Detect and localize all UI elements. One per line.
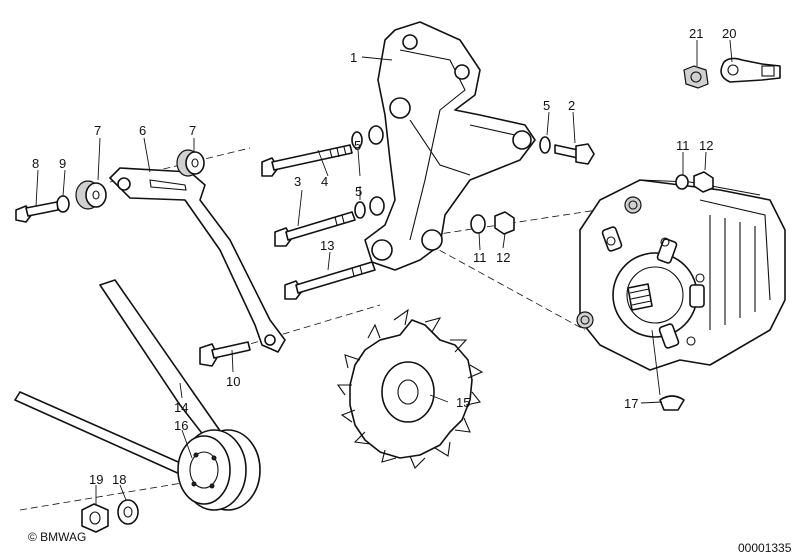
pulley-washer xyxy=(117,499,139,525)
pulley-washer-bore xyxy=(123,506,133,518)
leader-lines xyxy=(35,39,733,505)
woodruff-key xyxy=(659,395,685,411)
washer-alternator xyxy=(675,174,689,190)
pulley xyxy=(177,429,261,511)
callout-7-left: 7 xyxy=(94,123,101,138)
spacer-left xyxy=(75,180,107,210)
callout-6: 6 xyxy=(139,123,146,138)
callout-3: 3 xyxy=(294,174,301,189)
spacer-upper xyxy=(368,125,384,145)
bolt-short-right xyxy=(554,143,595,165)
callout-7-right: 7 xyxy=(189,123,196,138)
bolt-lower xyxy=(284,261,376,300)
copyright-label: © BMWAG xyxy=(28,530,86,544)
callouts: 1 2 5 4 5 3 5 13 6 7 7 8 9 10 11 12 11 1… xyxy=(32,26,736,487)
washer-center xyxy=(470,214,486,234)
washer-mid xyxy=(354,201,366,219)
callout-5-upper: 5 xyxy=(355,184,362,199)
callout-15: 15 xyxy=(456,395,470,410)
washer-upper xyxy=(351,131,363,149)
callout-12-alternator: 12 xyxy=(699,138,713,153)
callout-11-center: 11 xyxy=(473,250,487,265)
bolt-long-upper xyxy=(261,144,353,177)
pulley-nut-bore xyxy=(89,511,101,525)
bolt-adjusting xyxy=(199,341,251,367)
callout-13: 13 xyxy=(320,238,334,253)
callout-14: 14 xyxy=(174,400,188,415)
callout-5-middle: 5 xyxy=(354,138,361,153)
callout-5-right: 5 xyxy=(543,98,550,113)
callout-17: 17 xyxy=(624,396,638,411)
spacer-upper-right xyxy=(176,149,205,177)
bolt-left xyxy=(15,201,59,223)
assembly-axes xyxy=(19,147,631,511)
pulley-nut xyxy=(81,503,109,533)
washer-left xyxy=(56,195,70,213)
washer-right xyxy=(539,136,551,154)
callout-4: 4 xyxy=(321,174,328,189)
diagram-number: 00001335 xyxy=(738,541,792,555)
adjusting-bracket xyxy=(109,167,286,353)
callout-21: 21 xyxy=(689,26,703,41)
callout-12-center: 12 xyxy=(496,250,510,265)
callout-2: 2 xyxy=(568,98,575,113)
callout-20: 20 xyxy=(722,26,736,41)
callout-11-alternator: 11 xyxy=(676,138,690,153)
alternator xyxy=(576,179,786,371)
bolt-middle xyxy=(274,211,356,247)
spacer-mid xyxy=(369,196,385,216)
callout-10: 10 xyxy=(226,374,240,389)
terminal-nut xyxy=(683,65,709,89)
callout-9: 9 xyxy=(59,156,66,171)
mounting-bracket xyxy=(364,21,536,271)
nut-alternator xyxy=(693,171,714,193)
nut-center xyxy=(494,211,515,235)
callout-18: 18 xyxy=(112,472,126,487)
ring-terminal xyxy=(720,57,781,83)
callout-19: 19 xyxy=(89,472,103,487)
callout-16: 16 xyxy=(174,418,188,433)
callout-8: 8 xyxy=(32,156,39,171)
fan xyxy=(336,308,484,469)
callout-1: 1 xyxy=(350,50,357,65)
